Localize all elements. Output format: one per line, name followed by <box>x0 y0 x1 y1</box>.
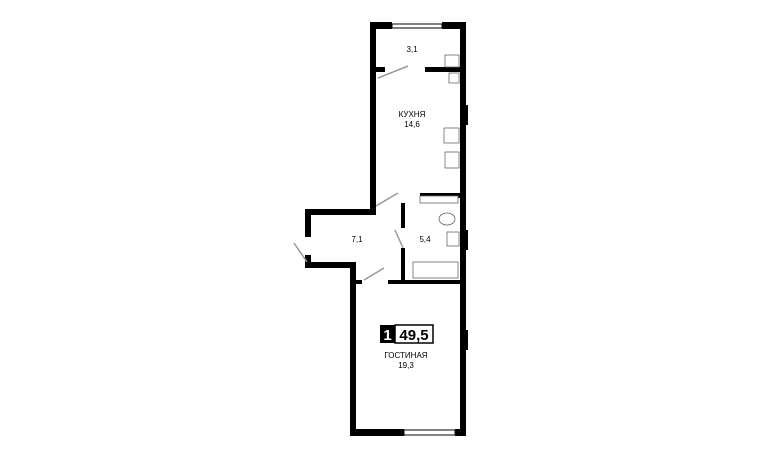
washbasin-icon <box>446 231 460 247</box>
walls <box>305 22 468 436</box>
room-area-bathroom: 5,4 <box>419 235 431 244</box>
apartment-badge: 1 49,5 <box>380 324 434 344</box>
boiler-icon <box>444 54 460 68</box>
room-name-living: ГОСТИНАЯ <box>384 351 427 360</box>
toilet-icon <box>438 212 456 226</box>
total-area: 49,5 <box>399 327 428 344</box>
stove-icon <box>443 127 460 144</box>
window-living <box>403 429 456 436</box>
room-area-living: 19,3 <box>398 361 414 370</box>
radiator-icon <box>419 195 459 204</box>
room-area-balcony: 3,1 <box>406 45 418 54</box>
room-name-kitchen: КУХНЯ <box>399 110 426 119</box>
door-bathroom <box>394 229 404 249</box>
doors <box>293 65 409 281</box>
door-balcony <box>377 65 409 79</box>
door-entrance <box>293 242 308 263</box>
room-area-hall: 7,1 <box>351 235 363 244</box>
rooms-count: 1 <box>383 327 391 344</box>
bathtub-icon <box>412 261 459 279</box>
door-kitchen <box>375 192 399 207</box>
fixtures <box>412 54 460 279</box>
kitchen-sink-small-icon <box>448 72 460 84</box>
kitchen-sink-icon <box>444 151 460 169</box>
room-area-kitchen: 14,6 <box>404 120 420 129</box>
door-living <box>363 267 385 281</box>
window-balcony <box>391 23 443 29</box>
